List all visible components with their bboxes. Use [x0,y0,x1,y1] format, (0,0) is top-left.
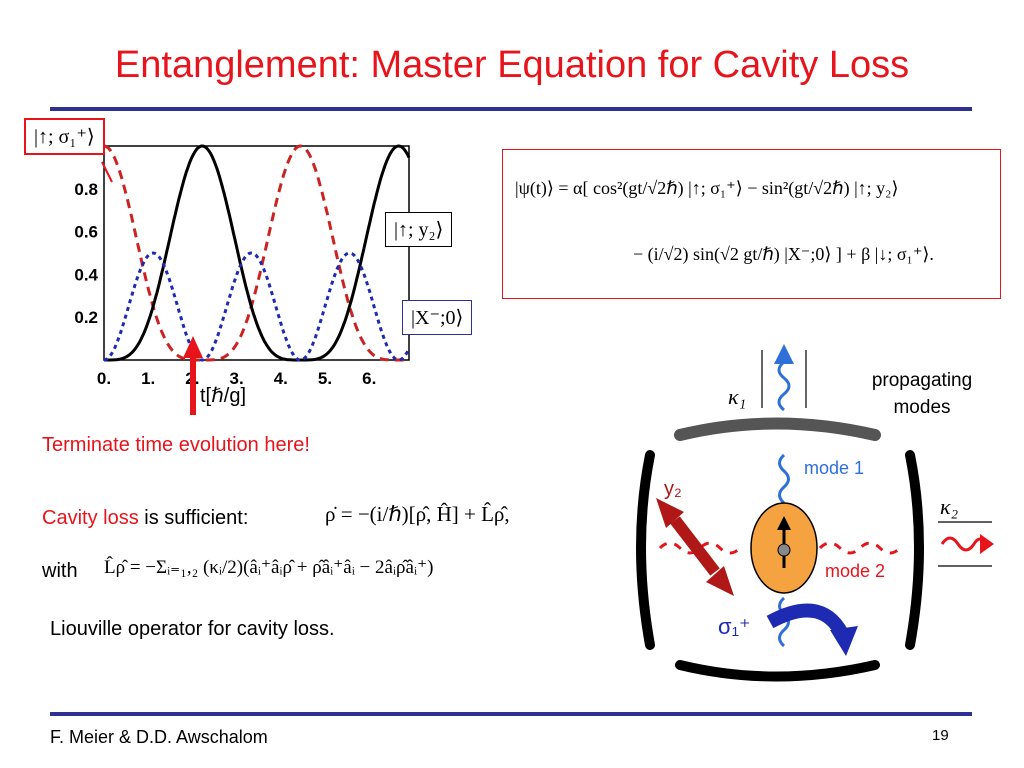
spin-arrow-head [777,516,791,530]
kappa1-label: κ₁ [728,384,747,409]
ket-up-sigma-leader [101,161,113,183]
with-label: with [42,560,78,582]
kappa2-label: κ₂ [940,494,959,519]
page-number: 19 [932,727,949,744]
x-tick-label: 6. [362,369,376,388]
propagating-mode1-wave [777,360,791,412]
liouville-caption: Liouville operator for cavity loss. [50,618,335,640]
right-mirror [905,450,924,650]
sigma-arrow-head [830,626,858,656]
footer-rule [50,712,972,716]
ket-up-y: |↑; y₂⟩ [385,212,453,247]
mode1-wave-top [778,453,790,505]
propagating-mode2-wave [940,536,988,552]
state-equation-box: |ψ(t)⟩ = α[ cos²(gt/√2ℏ) |↑; σ₁⁺⟩ − sin²… [502,149,1001,299]
footer-authors: F. Meier & D.D. Awschalom [50,727,268,747]
liouville-equation: L̂ρ̂ = −Σᵢ₌₁,₂ (κᵢ/2)(âᵢ⁺âᵢρ̂ + ρ̂âᵢ⁺âᵢ … [104,557,434,578]
cavity-diagram [636,344,994,682]
master-equation: ρ̇ = −(i/ℏ)[ρ̂, Ĥ] + L̂ρ̂, [325,502,510,526]
y-tick-label: 0.6 [74,223,98,242]
ket-x-minus: |X⁻;0⟩ [402,300,473,335]
terminate-annotation: Terminate time evolution here! [42,434,310,456]
propagating-mode2-arrow [980,534,994,554]
mode2-label: mode 2 [825,561,886,581]
cavity-loss-highlight: Cavity loss [42,507,139,529]
curve-x-minus [103,251,411,362]
propagating-modes-label: propagating modes [871,370,973,418]
y2-arrow-shaft [670,516,720,576]
slide-title: Entanglement: Master Equation for Cavity… [114,44,910,86]
cavity-loss-statement: Cavity loss is sufficient: [42,507,248,530]
plot-series [103,144,411,362]
mode2-wave-right [818,541,902,555]
curve-up-sigma [103,144,410,362]
x-tick-label: 3. [230,369,244,388]
left-mirror [636,450,655,650]
state-equation-line2: − (i/√2) sin(√2 gt/ℏ) |X⁻;0⟩ ] + β |↓; σ… [633,244,934,264]
sigma1-label: σ₁⁺ [718,614,751,639]
x-tick-label: 1. [141,369,155,388]
x-tick-label: 5. [318,369,332,388]
cavity-loss-rest: is sufficient: [138,507,249,529]
top-mirror [674,417,881,441]
mode1-wave-bottom [778,596,790,648]
plot: 0.80.60.40.2 0.1.2.3.4.5.6. [74,144,411,415]
y-tick-label: 0.8 [74,180,98,199]
terminate-arrow-head [183,336,203,358]
y2-label: y₂ [664,478,682,500]
x-axis-label: t[ℏ/g] [200,385,247,407]
spin-center [777,543,791,557]
x-tick-label: 0. [97,369,111,388]
y2-arrow-head-bottom [706,566,734,596]
state-equation-line1: |ψ(t)⟩ = α[ cos²(gt/√2ℏ) |↑; σ₁⁺⟩ − sin²… [515,178,899,198]
y2-arrow-head-top [656,498,684,528]
ket-up-sigma: |↑; σ₁⁺⟩ [24,118,105,155]
propagating-mode1-arrow [774,344,794,364]
title-rule [50,107,972,111]
mode1-label: mode 1 [804,458,865,478]
curve-up-y [104,144,411,362]
y-tick-label: 0.2 [74,308,98,327]
x-tick-label: 4. [274,369,288,388]
bottom-mirror [675,660,880,682]
y-tick-labels: 0.8 0.6 0.4 0.2 [74,180,98,327]
y-tick-label: 0.4 [74,265,98,284]
